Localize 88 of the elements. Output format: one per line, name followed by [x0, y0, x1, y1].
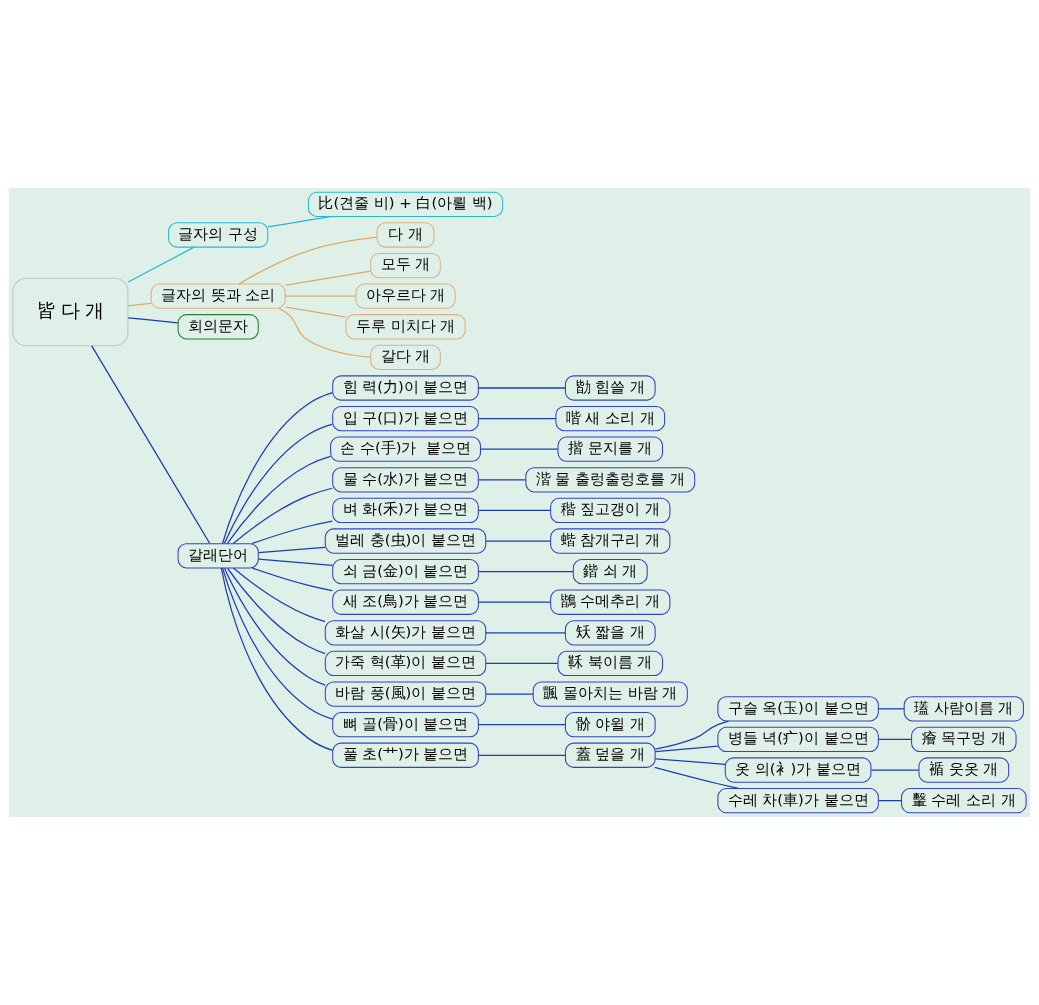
- node-box: 癐 목구멍 개: [911, 726, 1017, 753]
- node-box: 아우르다 개: [355, 283, 456, 309]
- node-box: 벼 화(禾)가 붙으면: [332, 497, 479, 524]
- node-box: 勓 힘쓸 개: [564, 375, 656, 401]
- node-box: 물 수(水)가 붙으면: [332, 467, 479, 493]
- node-box: 글자의 구성: [168, 222, 269, 248]
- node-box: 骱 야윌 개: [564, 712, 656, 738]
- connector: [877, 708, 905, 710]
- node-box: 구슬 옥(玉)이 붙으면: [717, 696, 879, 722]
- connector: [223, 567, 326, 686]
- connector: [267, 215, 332, 228]
- node-box: 힘 력(力)이 붙으면: [332, 375, 479, 401]
- connector: [284, 306, 347, 318]
- node-box: 比(견줄 비) + 白(아뢸 백): [307, 191, 504, 217]
- node-box: 鞂 북이름 개: [557, 650, 664, 677]
- node-box: 글자의 뜻과 소리: [150, 283, 286, 309]
- connector: [223, 423, 334, 544]
- connector: [221, 392, 334, 545]
- connector: [654, 745, 719, 753]
- connector: [127, 302, 152, 307]
- connector: [251, 567, 333, 592]
- node-box: 湝 물 출렁출렁호를 개: [525, 467, 696, 493]
- connector: [477, 601, 552, 603]
- node-box: 다 개: [376, 222, 435, 248]
- node-box: 蝔 참개구리 개: [550, 528, 671, 554]
- connector: [877, 800, 902, 802]
- connector: [477, 509, 552, 512]
- node-box: 鍇 쇠 개: [572, 558, 648, 585]
- node-box: 쇠 금(金)이 붙으면: [332, 558, 479, 585]
- node-box: 바람 풍(風)이 붙으면: [324, 681, 487, 707]
- node-box: 瓂 사람이름 개: [903, 696, 1024, 722]
- connector: [91, 345, 211, 544]
- node-box: 병들 녁(疒)이 붙으면: [717, 726, 879, 753]
- connector: [257, 546, 326, 554]
- connector: [477, 724, 566, 726]
- connector: [485, 632, 566, 634]
- connector: [284, 270, 372, 286]
- connector: [284, 295, 357, 297]
- connector: [485, 540, 552, 542]
- connector: [232, 567, 326, 623]
- connector: [220, 567, 334, 752]
- connector: [257, 558, 333, 567]
- node-box: 입 구(口)가 붙으면: [332, 405, 479, 432]
- connector: [477, 387, 566, 389]
- node-box: 가죽 혁(革)이 붙으면: [324, 650, 487, 677]
- node-box: 䙉 웃옷 개: [918, 757, 1010, 783]
- node-box: 갈다 개: [370, 344, 441, 371]
- connector: [251, 520, 333, 545]
- connector: [127, 317, 179, 324]
- connector: [485, 693, 534, 695]
- node-box: 벌레 충(虫)이 붙으면: [324, 528, 487, 554]
- node-box: 두루 미치다 개: [345, 314, 466, 340]
- connector: [127, 246, 195, 283]
- node-box: 矨 짧을 개: [564, 620, 656, 646]
- connector: [226, 455, 332, 545]
- node-box: 轚 수레 소리 개: [901, 788, 1027, 814]
- node-box: 稭 짚고갱이 개: [550, 497, 671, 524]
- connector: [477, 417, 557, 420]
- node-box: 옷 의(衤)가 붙으면: [724, 757, 872, 783]
- node-box: 화살 시(矢)가 붙으면: [324, 620, 487, 646]
- connector: [485, 662, 559, 665]
- node-box: 새 조(鳥)가 붙으면: [332, 589, 479, 615]
- node-box: 蓋 덮을 개: [564, 742, 656, 768]
- connector: [477, 479, 527, 481]
- connector: [477, 571, 574, 573]
- node-box: 揩 문지를 개: [557, 436, 664, 462]
- node-box: 皆 다 개: [12, 277, 129, 347]
- connector: [479, 448, 559, 450]
- connector: [226, 567, 326, 655]
- connector: [870, 769, 920, 771]
- connector: [654, 758, 726, 765]
- node-box: 손 수(手)가 붙으면: [330, 436, 481, 462]
- node-box: 颽 몰아치는 바람 개: [532, 681, 688, 707]
- connector: [654, 720, 730, 750]
- connector: [278, 307, 372, 358]
- node-box: 수레 차(車)가 붙으면: [717, 788, 879, 814]
- node-box: 회의문자: [177, 314, 259, 340]
- node-box: 喈 새 소리 개: [555, 405, 666, 432]
- node-box: 모두 개: [370, 252, 441, 279]
- node-box: 풀 초(艹)가 붙으면: [332, 742, 479, 768]
- connector: [232, 487, 333, 545]
- connector: [238, 236, 378, 285]
- node-box: 鶛 수메추리 개: [550, 589, 671, 615]
- node-box: 갈래단어: [177, 543, 259, 569]
- node-box: 뼈 골(骨)이 붙으면: [332, 712, 479, 738]
- connector: [477, 754, 566, 756]
- connector: [877, 738, 912, 741]
- connector: [221, 567, 334, 720]
